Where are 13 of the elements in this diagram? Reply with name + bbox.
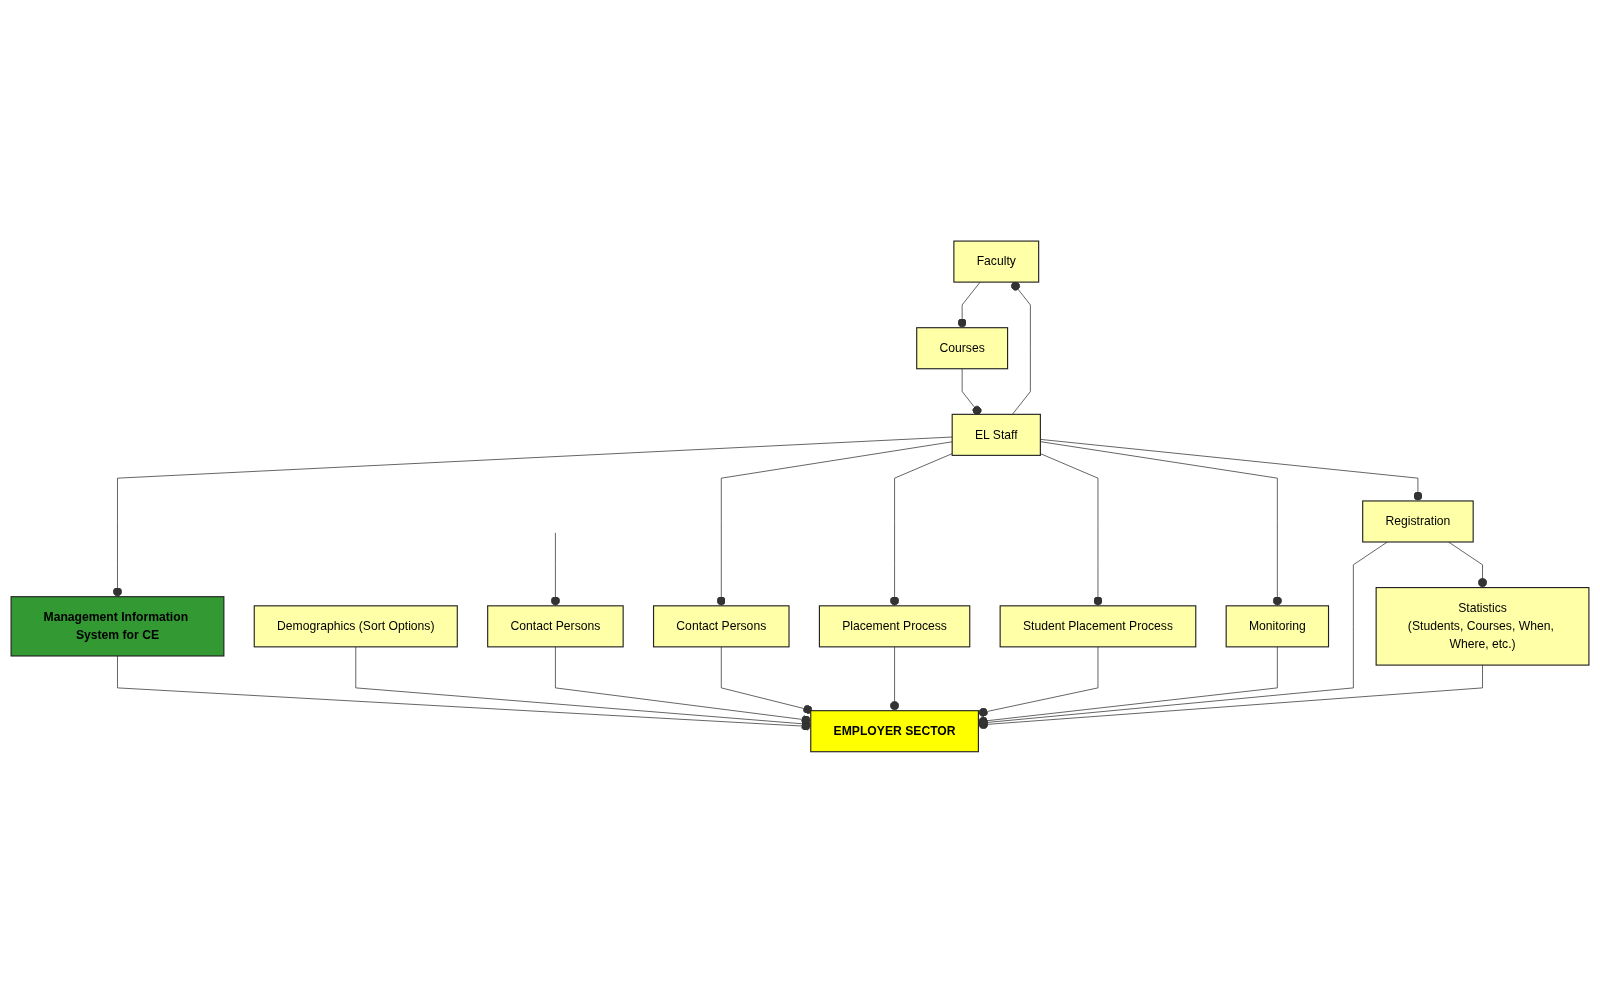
- node-box: Demographics (Sort Options): [253, 604, 458, 648]
- node-box: EMPLOYER SECTOR: [810, 709, 979, 752]
- node-box: Courses: [916, 326, 1009, 369]
- node-box: Placement Process: [818, 604, 971, 648]
- node-box: Contact Persons: [652, 604, 790, 648]
- node-box: Management Information System for CE: [10, 595, 225, 657]
- node-box: Faculty: [953, 240, 1040, 283]
- node-box: Registration: [1362, 500, 1474, 543]
- node-box: Statistics (Students, Courses, When, Where, etc.): [1375, 586, 1590, 666]
- node-box: Student Placement Process: [999, 604, 1197, 648]
- node-box: Monitoring: [1225, 604, 1330, 648]
- node-box: Contact Persons: [487, 604, 624, 648]
- node-box: EL Staff: [951, 413, 1041, 456]
